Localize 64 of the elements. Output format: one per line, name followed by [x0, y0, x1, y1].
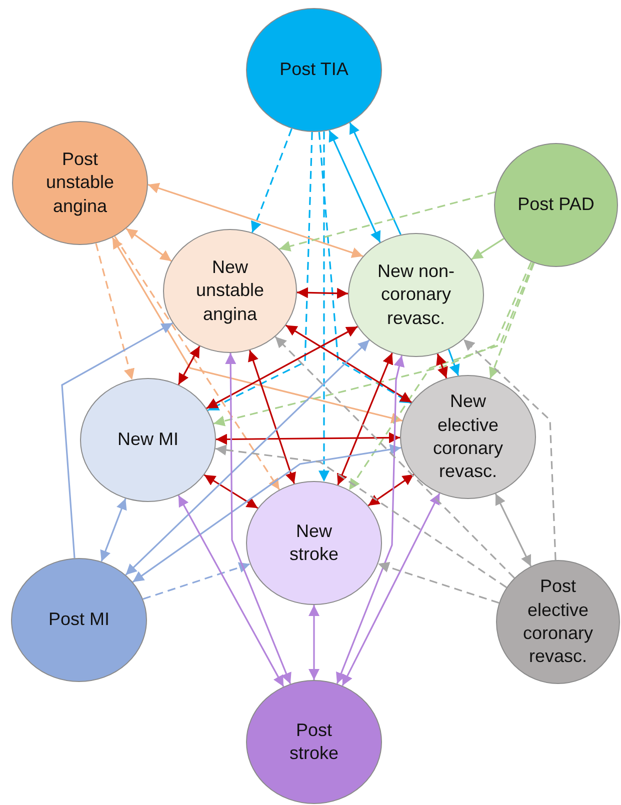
- state-circle: [348, 233, 484, 357]
- transition-arrow: [125, 339, 370, 576]
- transition-arrow: [61, 322, 174, 558]
- transition-arrow: [225, 353, 292, 684]
- transition-arrow: [95, 243, 135, 380]
- transition-arrow: [368, 474, 414, 506]
- transition-arrow: [142, 562, 250, 600]
- state-label: New elective coronary revasc.: [432, 390, 504, 484]
- transition-arrow: [216, 432, 400, 445]
- transition-arrow: [494, 493, 532, 567]
- transition-arrow: [248, 350, 296, 484]
- state-label: Post elective coronary revasc.: [522, 575, 594, 668]
- state-label: Post PAD: [518, 193, 594, 216]
- transition-arrow: [178, 495, 284, 687]
- transition-arrow: [178, 346, 200, 385]
- transition-arrow: [100, 498, 127, 562]
- transition-arrow: [204, 474, 258, 509]
- state-label: Post TIA: [280, 58, 348, 82]
- state-circle: [11, 558, 147, 682]
- transition-arrow: [207, 132, 313, 412]
- transition-arrow: [285, 324, 412, 404]
- transition-arrow: [318, 131, 330, 482]
- transition-arrow: [132, 444, 402, 583]
- transition-arrow: [274, 336, 515, 579]
- state-circle: [496, 560, 620, 684]
- state-label: New stroke: [288, 520, 340, 566]
- state-circle: [246, 8, 382, 132]
- transition-arrow: [378, 562, 500, 604]
- transition-arrow: [462, 338, 556, 560]
- state-circle: [80, 378, 216, 502]
- transition-arrow: [336, 352, 394, 486]
- transition-arrow: [349, 122, 402, 235]
- transition-arrow: [296, 287, 348, 299]
- transition-arrow: [328, 130, 381, 243]
- state-label: New unstable angina: [194, 256, 266, 326]
- transition-arrow: [112, 237, 403, 424]
- state-circle: [494, 143, 618, 267]
- state-circle: [246, 481, 382, 605]
- state-label: Post stroke: [288, 718, 340, 765]
- transition-arrow: [114, 236, 280, 490]
- state-circle: [400, 375, 536, 499]
- state-circle: [12, 121, 148, 245]
- state-label: Post MI: [48, 608, 110, 632]
- state-circle: [246, 680, 382, 804]
- transition-arrow: [318, 132, 412, 404]
- transition-arrow: [215, 444, 507, 588]
- transition-arrow: [336, 355, 405, 684]
- transition-arrow: [206, 326, 358, 410]
- transition-arrow: [148, 182, 364, 258]
- transition-arrow: [471, 238, 504, 260]
- transition-arrow: [126, 228, 172, 262]
- transition-arrow: [348, 262, 534, 490]
- transition-arrow: [213, 262, 532, 426]
- transition-arrow: [308, 605, 320, 680]
- transition-arrow: [342, 492, 440, 686]
- transition-arrow: [436, 354, 448, 378]
- state-label: Post unstable angina: [44, 148, 116, 218]
- transition-arrow: [251, 128, 292, 233]
- transition-arrow: [279, 191, 496, 252]
- transition-arrow: [488, 262, 535, 379]
- state-circle: [163, 229, 297, 353]
- transition-arrow: [448, 349, 460, 376]
- state-label: New MI: [117, 428, 178, 452]
- state-label: New non-coronary revasc.: [376, 260, 456, 330]
